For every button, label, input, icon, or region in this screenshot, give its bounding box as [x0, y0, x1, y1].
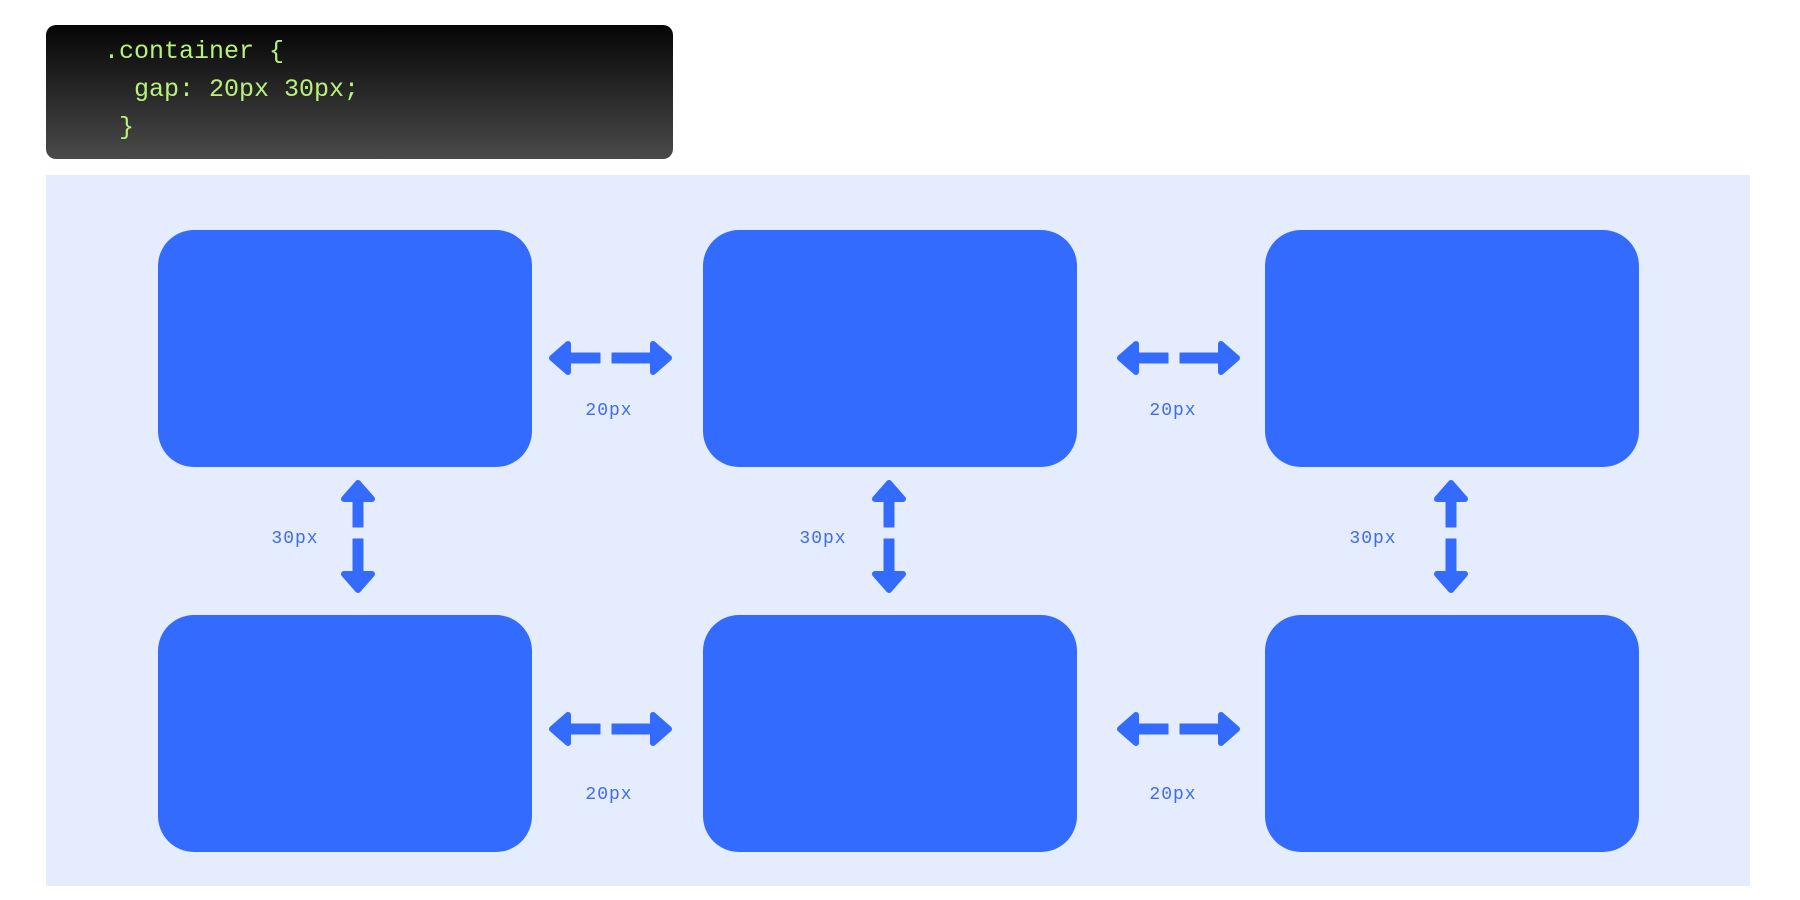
- code-line-1: .container {: [104, 37, 285, 66]
- horizontal-double-arrow-icon: [1117, 341, 1240, 375]
- column-gap-label: 20px: [585, 401, 633, 421]
- grid-container: 20px 20px 20px 20px 30px 30px 30px: [46, 175, 1750, 886]
- code-line-2: gap: 20px 30px;: [104, 75, 360, 104]
- column-gap-label: 20px: [1149, 401, 1197, 421]
- vertical-double-arrow-icon: [341, 480, 375, 593]
- code-line-3: }: [104, 113, 135, 142]
- row-gap-label: 30px: [271, 529, 319, 549]
- grid-item-5: [703, 615, 1077, 852]
- horizontal-double-arrow-icon: [1117, 712, 1240, 746]
- row-gap-label: 30px: [799, 529, 847, 549]
- grid-item-4: [158, 615, 532, 852]
- grid-item-3: [1265, 230, 1639, 467]
- vertical-double-arrow-icon: [1434, 480, 1468, 593]
- grid-item-6: [1265, 615, 1639, 852]
- css-code-block: .container { gap: 20px 30px; }: [46, 25, 673, 159]
- column-gap-label: 20px: [585, 785, 633, 805]
- row-gap-label: 30px: [1349, 529, 1397, 549]
- grid-item-2: [703, 230, 1077, 467]
- horizontal-double-arrow-icon: [549, 712, 672, 746]
- vertical-double-arrow-icon: [872, 480, 906, 593]
- grid-item-1: [158, 230, 532, 467]
- horizontal-double-arrow-icon: [549, 341, 672, 375]
- column-gap-label: 20px: [1149, 785, 1197, 805]
